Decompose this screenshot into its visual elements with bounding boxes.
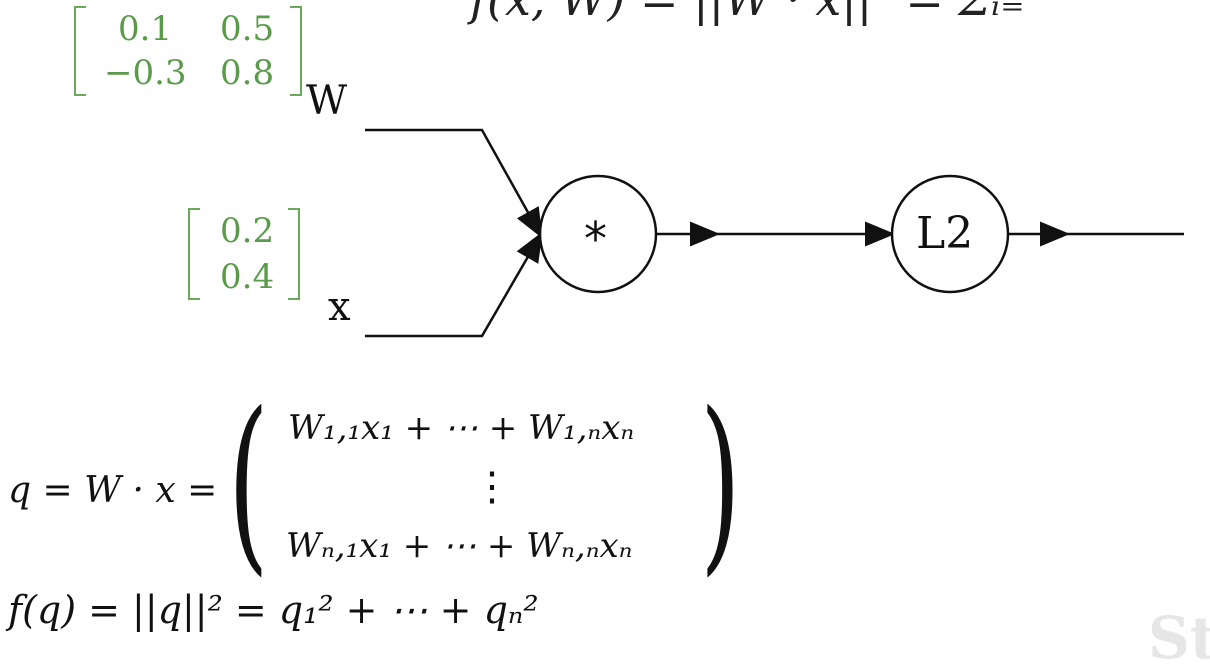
weight-matrix: 0.1 0.5 −0.3 0.8 [74, 6, 302, 96]
q-vector-row-dots: ⋮ [472, 464, 512, 510]
q-vector-row-1: W₁,₁x₁ + ⋯ + W₁,ₙxₙ [288, 408, 635, 448]
computational-graph [365, 128, 1184, 338]
matrix-cell: 0.1 [118, 9, 173, 49]
matrix-cell: 0.8 [220, 53, 275, 93]
w-input-label: W [306, 78, 348, 124]
watermark: St [1148, 604, 1210, 672]
q-equation-lhs: q = W · x = [8, 470, 218, 511]
top-cutoff-equation: f(x, W) = ||W · x||² = Σᵢ₌ [470, 0, 1025, 26]
x-edge [365, 231, 543, 338]
l2-node-label: L2 [916, 208, 974, 259]
vector-cell: 0.4 [220, 257, 275, 297]
matrix-right-bracket [290, 6, 302, 96]
x-input-label: x [328, 284, 351, 330]
multiply-node-label: * [584, 212, 607, 266]
vector-left-bracket [188, 208, 200, 300]
matrix-left-bracket [74, 6, 86, 96]
q-vector-row-2: Wₙ,₁x₁ + ⋯ + Wₙ,ₙxₙ [286, 526, 633, 566]
matrix-cell: −0.3 [104, 53, 187, 93]
input-vector: 0.2 0.4 [188, 208, 300, 300]
vector-cell: 0.2 [220, 211, 275, 251]
f-equation: f(q) = ||q||² = q₁² + ⋯ + qₙ² [8, 588, 539, 632]
w-edge [365, 128, 543, 239]
q-right-paren: ) [700, 372, 741, 593]
vector-right-bracket [288, 208, 300, 300]
matrix-cell: 0.5 [220, 9, 275, 49]
q-left-paren: ( [228, 372, 269, 593]
